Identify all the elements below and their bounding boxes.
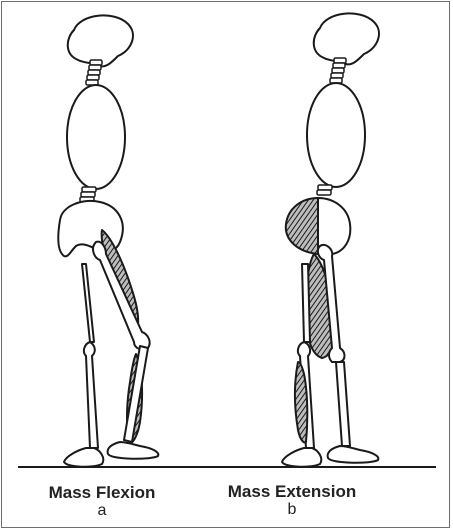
cervical-spine-b — [330, 58, 346, 83]
caption-b: Mass Extension b — [202, 482, 382, 519]
caption-title-a: Mass Flexion — [49, 483, 156, 502]
caption-letter-b: b — [202, 501, 382, 519]
gluteal-muscle-b — [286, 198, 318, 254]
caption-letter-a: a — [12, 502, 192, 520]
back-tibia-a — [84, 342, 98, 448]
skull-b — [314, 13, 379, 64]
flexion-figure — [58, 15, 158, 466]
front-tibia-b — [336, 362, 350, 446]
caption-title-b: Mass Extension — [228, 482, 357, 501]
thorax-b — [307, 83, 365, 187]
femur-a — [93, 242, 150, 350]
thorax-a — [67, 85, 125, 189]
back-foot-b — [282, 448, 321, 467]
skull-a — [68, 15, 133, 66]
front-foot-a — [108, 442, 159, 459]
back-leg-bone-a — [82, 264, 94, 342]
skeleton-diagram — [2, 2, 450, 528]
lumbar-spine-b — [317, 185, 332, 195]
back-femur-b — [302, 264, 310, 342]
back-foot-a — [64, 448, 103, 467]
front-foot-b — [328, 446, 379, 463]
caption-a: Mass Flexion a — [12, 483, 192, 520]
extension-figure — [282, 13, 379, 466]
lumbar-spine-a — [80, 187, 96, 202]
